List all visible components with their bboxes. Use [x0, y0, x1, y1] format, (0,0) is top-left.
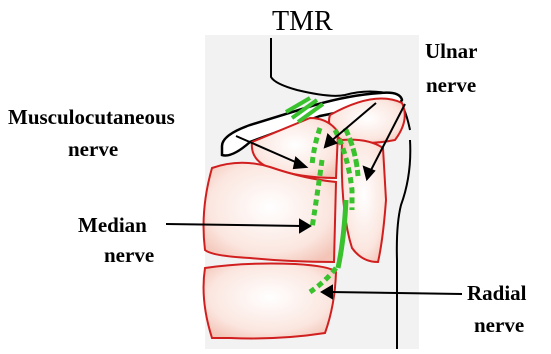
ulnar-label-line2: nerve — [426, 73, 476, 97]
lower-chest-muscle — [204, 264, 336, 339]
musculocutaneous-label-line2: nerve — [68, 137, 118, 161]
musculocutaneous-label-line1: Musculocutaneous — [8, 105, 175, 129]
radial-label-line1: Radial — [467, 281, 527, 305]
diagram-title: TMR — [272, 6, 333, 37]
median-label-line2: nerve — [104, 243, 154, 267]
median-label-line1: Median — [78, 213, 147, 237]
radial-label-line2: nerve — [474, 313, 524, 337]
ulnar-label-line1: Ulnar — [425, 39, 478, 63]
